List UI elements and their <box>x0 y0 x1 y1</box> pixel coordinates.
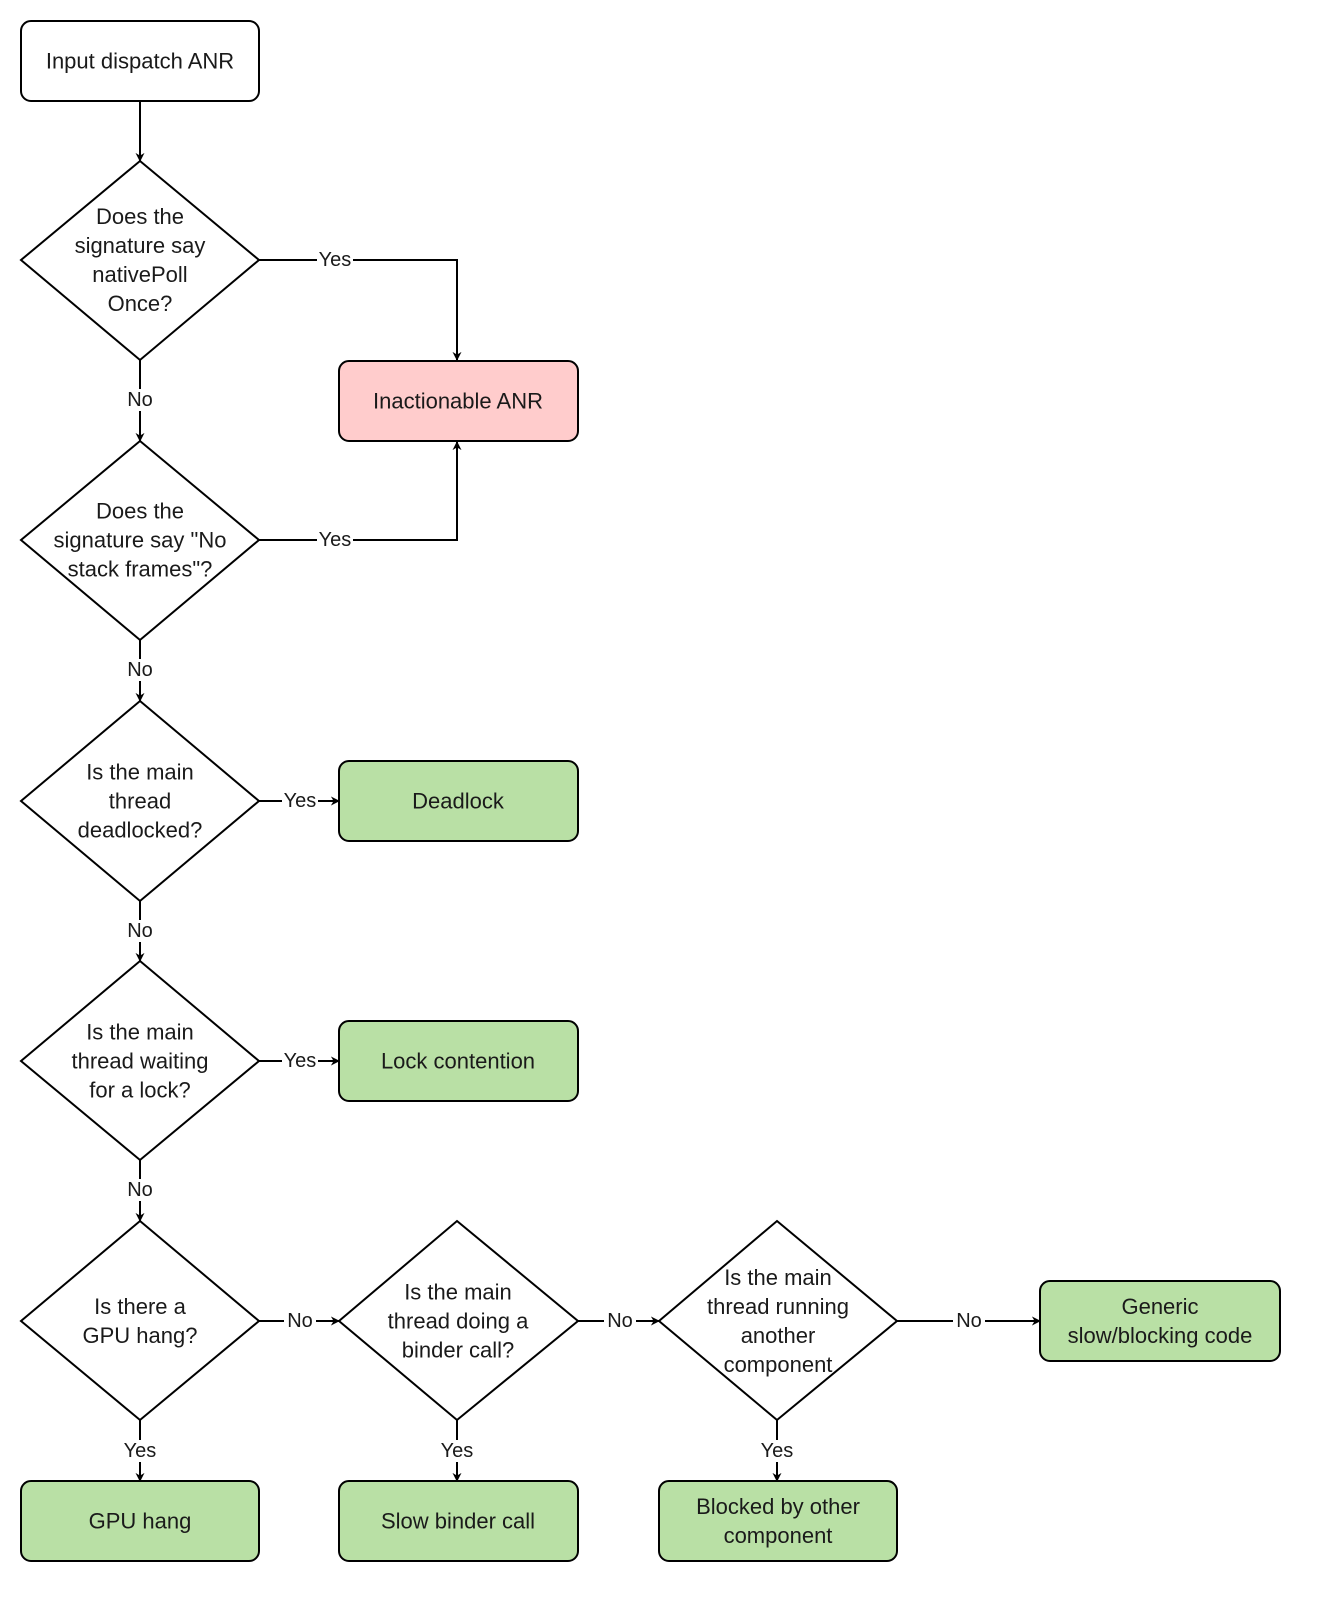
inactionable-anr-label: Inactionable ANR <box>373 389 543 414</box>
label-line: Inactionable ANR <box>373 389 543 414</box>
decision-binder-call <box>337 1219 580 1422</box>
label-line: component <box>724 1352 833 1377</box>
label-line: thread running <box>707 1294 849 1319</box>
deadlock-node <box>338 760 579 842</box>
gpu-hang-node <box>20 1480 260 1562</box>
edge-label-binder-yes: Yes <box>441 1440 474 1462</box>
label-line: stack frames"? <box>68 557 213 582</box>
label-line: thread waiting <box>72 1049 209 1074</box>
decision-deadlocked-label: Is the main thread deadlocked? <box>78 760 203 843</box>
edge-label-no-stack-yes: Yes <box>319 529 352 551</box>
decision-lock-wait-label: Is the main thread waiting for a lock? <box>72 1020 209 1103</box>
label-line: for a lock? <box>89 1078 191 1103</box>
decision-native-poll-once <box>19 159 261 362</box>
edge-label-gpu-yes: Yes <box>124 1440 157 1462</box>
edges <box>135 101 1041 1482</box>
edge-label-deadlocked-yes: Yes <box>284 790 317 812</box>
edge-no-stack-yes <box>259 441 462 541</box>
edge-label-gpu-no: No <box>287 1310 313 1332</box>
label-line: Lock contention <box>381 1049 535 1074</box>
label-line: Is the main <box>86 760 194 785</box>
inactionable-anr-node <box>338 360 579 442</box>
label-line: nativePoll <box>92 262 187 287</box>
label-line: Is the main <box>724 1265 832 1290</box>
decision-no-stack-frames <box>19 439 261 642</box>
edge-label-deadlocked-no: No <box>127 920 153 942</box>
start-node-label: Input dispatch ANR <box>46 49 234 74</box>
decision-other-component <box>657 1219 899 1422</box>
label-line: signature say "No <box>54 528 227 553</box>
slow-binder-call-label: Slow binder call <box>381 1509 535 1534</box>
edge-label-no-stack-no: No <box>127 659 153 681</box>
label-line: Deadlock <box>412 789 505 814</box>
deadlock-label: Deadlock <box>412 789 505 814</box>
label-line: slow/blocking code <box>1068 1323 1253 1348</box>
edge-label-native-poll-no: No <box>127 389 153 411</box>
decision-no-stack-frames-label: Does the signature say "No stack frames"? <box>54 499 227 582</box>
label-line: Blocked by other <box>696 1494 860 1519</box>
decision-deadlocked <box>19 699 261 903</box>
label-line: component <box>724 1523 833 1548</box>
decision-other-component-label: Is the main thread running another componen… <box>707 1265 849 1377</box>
label-line: GPU hang <box>89 1509 192 1534</box>
edge-label-native-poll-yes: Yes <box>319 249 352 271</box>
edge-label-binder-no: No <box>607 1310 633 1332</box>
start-node <box>20 20 260 102</box>
generic-slow-code-node <box>1039 1280 1281 1362</box>
label-line: Does the <box>96 499 184 524</box>
decision-lock-wait <box>19 959 261 1162</box>
gpu-hang-label: GPU hang <box>89 1509 192 1534</box>
nodes: Input dispatch ANR Does the signature say… <box>19 20 1281 1562</box>
label-line: Is the main <box>404 1280 512 1305</box>
label-line: signature say <box>75 233 206 258</box>
edge-label-other-component-no: No <box>956 1310 982 1332</box>
label-line: thread <box>109 789 171 814</box>
label-line: Is there a <box>94 1294 186 1319</box>
edge-labels: Yes No Yes No Yes No Yes No No Yes No Ye… <box>122 249 985 1462</box>
decision-binder-call-label: Is the main thread doing a binder call? <box>388 1280 529 1363</box>
edge-label-lock-wait-yes: Yes <box>284 1050 317 1072</box>
label-line: Generic <box>1121 1294 1198 1319</box>
decision-gpu-hang-label: Is there a GPU hang? <box>83 1294 198 1348</box>
edge-native-poll-yes <box>259 259 462 361</box>
label-line: GPU hang? <box>83 1323 198 1348</box>
generic-slow-code-label: Generic slow/blocking code <box>1068 1294 1253 1348</box>
label-line: another <box>741 1323 816 1348</box>
edge-label-other-component-yes: Yes <box>761 1440 794 1462</box>
decision-gpu-hang <box>19 1219 261 1422</box>
edge-label-lock-wait-no: No <box>127 1179 153 1201</box>
label-line: Slow binder call <box>381 1509 535 1534</box>
label-line: Is the main <box>86 1020 194 1045</box>
lock-contention-label: Lock contention <box>381 1049 535 1074</box>
label-line: thread doing a <box>388 1309 529 1334</box>
lock-contention-node <box>338 1020 579 1102</box>
label-line: deadlocked? <box>78 818 203 843</box>
slow-binder-call-node <box>338 1480 579 1562</box>
label-line: Input dispatch ANR <box>46 49 234 74</box>
label-line: Does the <box>96 204 184 229</box>
blocked-by-other-label: Blocked by other component <box>696 1494 860 1548</box>
label-line: Once? <box>108 291 173 316</box>
blocked-by-other-node <box>658 1480 898 1562</box>
label-line: binder call? <box>402 1338 515 1363</box>
